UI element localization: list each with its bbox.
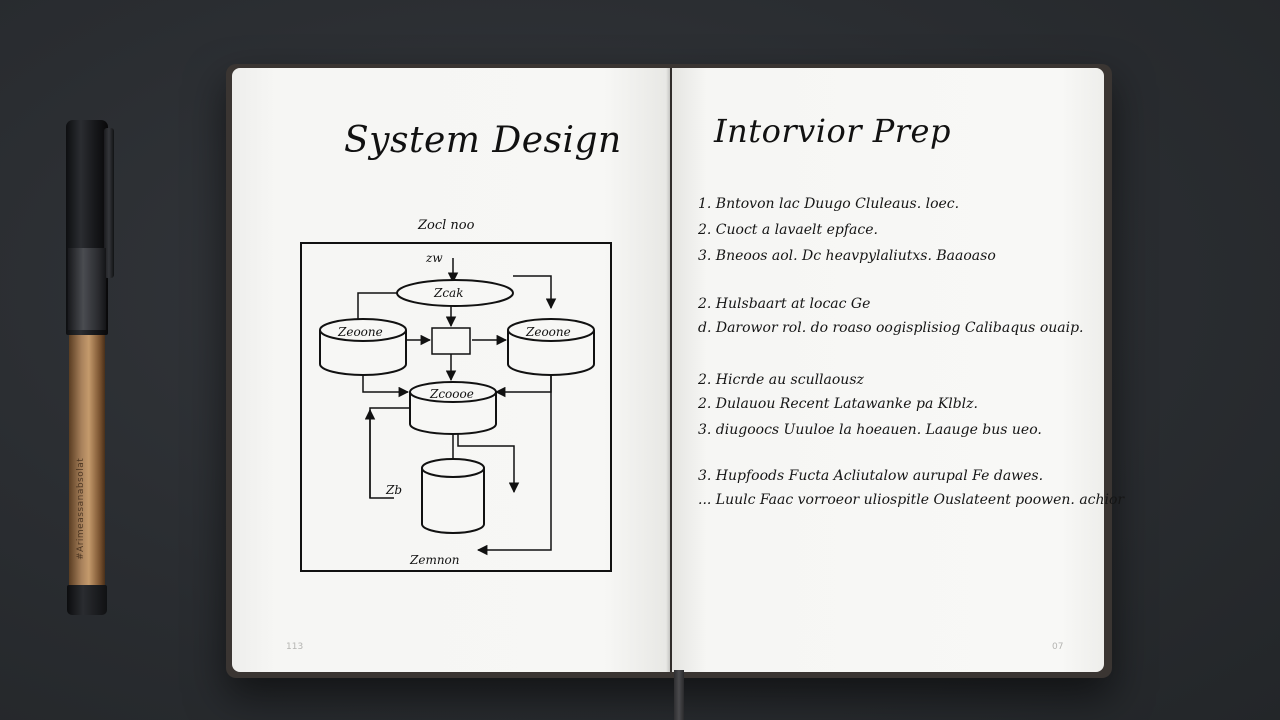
note-line-10: ... Luulc Faac vorroeor uliospitle Ousla… [698, 492, 1125, 508]
system-diagram: zw Zcak Zeoone Zeoone Zcoooe Zb Zemnon [298, 240, 624, 586]
center-cylinder-label: Zcoooe [429, 387, 474, 401]
diagram-top-label: Zocl noo [418, 218, 475, 233]
note-line-1: 1. Bntovon lac Duugo Cluleaus. loec. [698, 196, 960, 212]
center-cylinder-node [409, 392, 497, 435]
note-line-7: 2. Dulauou Recent Latawanke pa Klblz. [698, 396, 978, 412]
note-line-8: 3. diugoocs Uuuloe la hoeauen. Laauge bu… [698, 422, 1042, 438]
database-cylinder-node [421, 468, 485, 534]
left-cylinder-node [319, 330, 407, 376]
right-page: Intorvior Prep 1. Bntovon lac Duugo Clul… [672, 68, 1124, 672]
small-node-label: Zb [385, 483, 402, 497]
note-line-2: 2. Cuoct a lavaelt epface. [698, 222, 878, 238]
pen-barrel-text: #Arimeassanabsolat [76, 457, 86, 560]
pen-clip [104, 128, 114, 278]
diagram-svg: zw Zcak Zeoone Zeoone Zcoooe Zb Zemnon [300, 242, 612, 572]
diagram-arrow-label: zw [425, 251, 443, 265]
left-page-title: System Design [344, 120, 622, 161]
bookmark-ribbon [674, 670, 684, 720]
note-line-4: 2. Hulsbaart at locac Ge [698, 296, 871, 312]
notebook-gutter [666, 68, 676, 672]
pen-band [68, 248, 106, 330]
note-line-6: 2. Hicrde au scullaousz [698, 372, 864, 388]
pen-barrel [69, 335, 105, 585]
right-cylinder-label: Zeoone [525, 325, 571, 339]
note-line-5: d. Darowor rol. do roaso oogisplisiog Ca… [698, 320, 1084, 336]
arrow-right-top [513, 275, 557, 310]
right-page-title: Intorvior Prep [714, 112, 951, 150]
left-cylinder-label: Zeoone [337, 325, 383, 339]
top-ellipse-label: Zcak [433, 286, 463, 300]
right-cylinder-node [507, 330, 595, 376]
diagram-bottom-label: Zemnon [409, 553, 460, 567]
left-page: System Design Zocl noo [232, 68, 670, 672]
pen-end-cap [67, 585, 107, 615]
open-notebook: System Design Zocl noo [226, 64, 1124, 720]
right-page-number: 07 [1052, 642, 1064, 652]
left-page-number: 113 [286, 642, 304, 652]
connector-left [357, 292, 398, 320]
note-line-3: 3. Bneoos aol. Dc heavpylaliutxs. Baaoas… [698, 248, 996, 264]
note-line-9: 3. Hupfoods Fucta Acliutalow aurupal Fe … [698, 468, 1044, 484]
diagram-frame [300, 242, 612, 572]
center-box-node [431, 327, 471, 355]
marker-pen: #Arimeassanabsolat [62, 120, 114, 615]
